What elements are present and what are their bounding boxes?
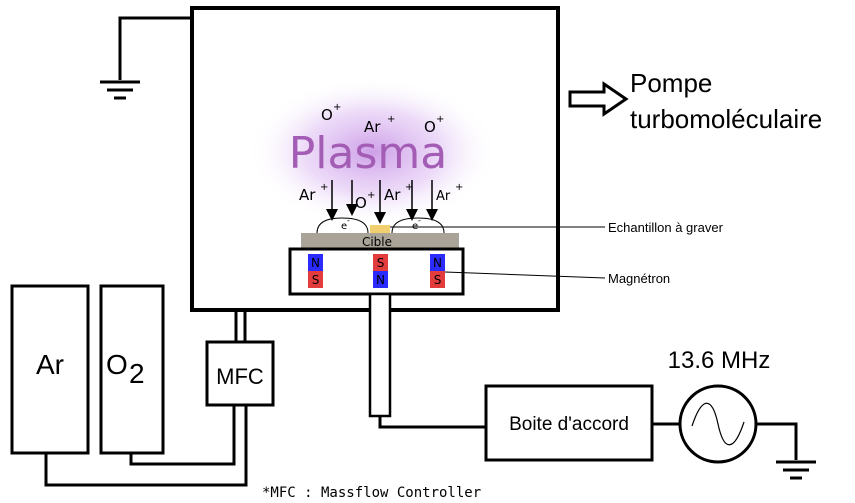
sample [370, 225, 390, 234]
svg-text:Ar: Ar [299, 186, 316, 204]
mfc-label: MFC [216, 364, 264, 389]
magnetron-stem [368, 292, 392, 418]
electron-orbits [316, 217, 445, 234]
svg-text:N: N [433, 256, 442, 270]
mfc-footnote: *MFC : Massflow Controller [262, 485, 481, 501]
ion-bottom-1: Ar + [299, 182, 328, 204]
magnetron-callout-label: Magnétron [608, 271, 670, 286]
mfc-box [205, 340, 275, 407]
svg-text:+: + [320, 182, 328, 193]
ion-top-3: O + [424, 114, 444, 136]
electron-left: e - [341, 216, 350, 232]
argon-label: Ar [36, 349, 64, 380]
svg-text:+: + [333, 102, 341, 113]
chamber-ground [100, 16, 193, 100]
target-label: Cible [362, 235, 392, 249]
svg-text:N: N [376, 273, 385, 287]
svg-text:S: S [434, 273, 442, 287]
rf-ground [756, 422, 816, 480]
oxygen-label: O 2 [106, 349, 145, 389]
svg-text:+: + [436, 114, 444, 125]
svg-text:-: - [418, 216, 421, 225]
matching-box-label: Boite d'accord [509, 414, 629, 435]
svg-text:+: + [455, 182, 463, 193]
gas-inlet-pipes [234, 310, 247, 342]
magnet-center: S N [373, 254, 388, 288]
svg-text:N: N [311, 256, 320, 270]
argon-cylinder [10, 284, 90, 455]
svg-text:-: - [347, 216, 350, 225]
svg-text:2: 2 [129, 358, 145, 389]
ion-top-1: O + [321, 102, 341, 124]
plasma-glow [248, 77, 498, 227]
svg-text:Ar: Ar [436, 189, 451, 204]
target [301, 233, 459, 248]
rf-cable [378, 416, 487, 429]
magnet-right: N S [430, 254, 445, 288]
svg-text:e: e [341, 221, 347, 232]
svg-text:O: O [424, 118, 436, 136]
magnetron-callout-line [444, 271, 606, 279]
ion-bottom-2: O + [355, 190, 375, 212]
svg-text:+: + [387, 114, 395, 125]
svg-text:Ar: Ar [384, 186, 401, 204]
pump-arrow [568, 81, 629, 117]
ion-top-2: Ar + [364, 114, 395, 136]
oxygen-cylinder [99, 284, 165, 455]
ion-bottom-4: Ar + [436, 182, 463, 204]
svg-text:O: O [355, 194, 367, 212]
sample-callout-label: Echantillon à graver [608, 220, 724, 235]
svg-text:S: S [312, 273, 320, 287]
sine-wave-icon [691, 402, 745, 446]
gas-feed-lines [44, 405, 248, 487]
svg-text:O: O [106, 349, 128, 380]
svg-text:S: S [377, 256, 385, 270]
ion-arrows [326, 180, 438, 224]
svg-text:+: + [405, 182, 413, 193]
svg-text:+: + [367, 190, 375, 201]
pump-label-line2: turbomoléculaire [630, 104, 822, 134]
svg-text:Ar: Ar [364, 118, 381, 136]
ion-bottom-3: Ar + [384, 182, 413, 204]
svg-text:O: O [321, 106, 333, 124]
rf-frequency-label: 13.6 MHz [668, 347, 771, 374]
pump-label-line1: Pompe [630, 68, 712, 98]
plasma-label: Plasma [289, 128, 447, 179]
magnet-left: N S [308, 254, 323, 288]
